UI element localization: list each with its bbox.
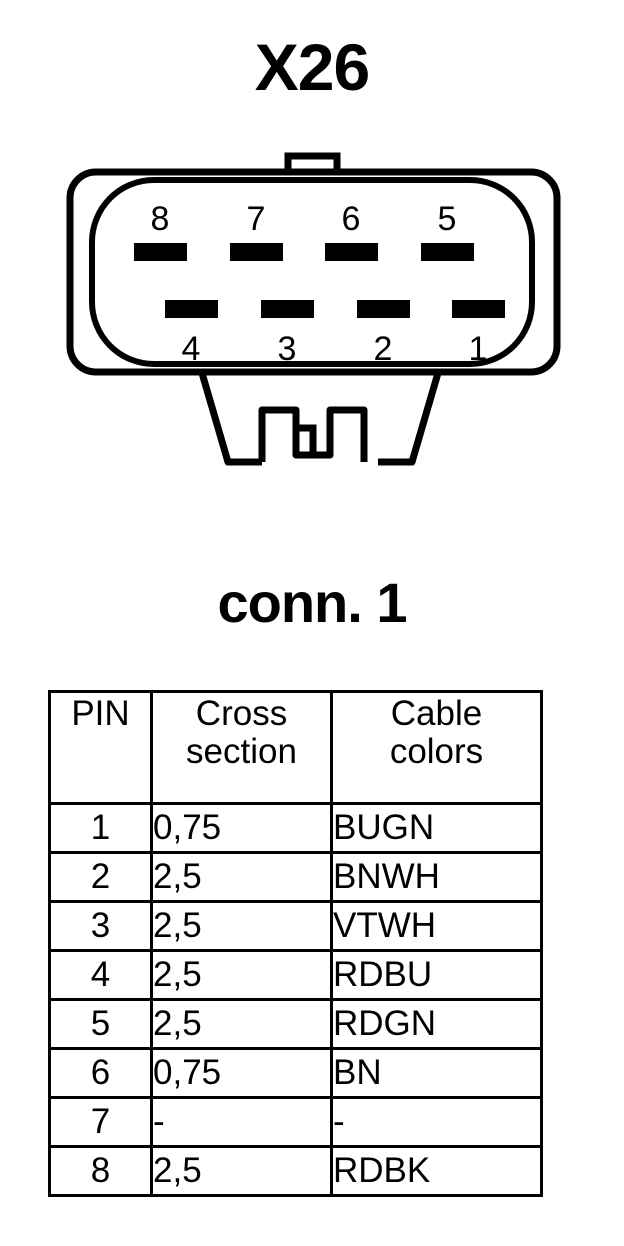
cell-cable-colors: BNWH [330, 851, 543, 903]
pin-slot-7 [230, 243, 283, 261]
column-header-pin: PIN [48, 690, 153, 805]
table-header-row: PIN Cross section Cable colors [48, 690, 543, 805]
cell-cable-colors: VTWH [330, 900, 543, 952]
pin-slot-2 [357, 300, 410, 318]
table-row: 4 2,5 RDBU [48, 949, 543, 1001]
cell-cable-colors: RDBU [330, 949, 543, 1001]
connector-latch-left-leg [198, 372, 262, 466]
column-header-cross-section: Cross section [150, 690, 333, 805]
column-header-cable-colors-line2: colors [389, 731, 484, 771]
pin-number-3: 3 [278, 330, 297, 368]
cell-cross-section: 0,75 [150, 1047, 333, 1099]
cell-pin: 8 [48, 1145, 153, 1197]
cell-pin: 3 [48, 900, 153, 952]
pin-slot-4 [165, 300, 218, 318]
cell-pin: 6 [48, 1047, 153, 1099]
cell-cross-section: - [150, 1096, 333, 1148]
page-title: X26 [254, 30, 370, 104]
column-header-cross-section-line2: section [186, 731, 297, 771]
pin-slot-5 [421, 243, 474, 261]
cell-pin: 4 [48, 949, 153, 1001]
table-row: 3 2,5 VTWH [48, 900, 543, 952]
table-row: 5 2,5 RDGN [48, 998, 543, 1050]
connector-svg: 8 7 6 5 4 3 2 1 [66, 152, 561, 466]
cell-cable-colors: BUGN [330, 802, 543, 854]
connector-latch-inner-tab [296, 424, 317, 455]
cell-pin: 5 [48, 998, 153, 1050]
cell-cross-section: 2,5 [150, 851, 333, 903]
pin-slot-1 [452, 300, 505, 318]
column-header-cable-colors: Cable colors [330, 690, 543, 805]
connector-outer-shell [66, 168, 561, 376]
pin-slot-6 [325, 243, 378, 261]
pin-number-2: 2 [374, 330, 393, 368]
cell-cable-colors: RDBK [330, 1145, 543, 1197]
cell-cross-section: 0,75 [150, 802, 333, 854]
pin-slot-3 [261, 300, 314, 318]
column-header-cross-section-line1: Cross [195, 694, 288, 733]
cell-pin: 2 [48, 851, 153, 903]
cell-cross-section: 2,5 [150, 1145, 333, 1197]
pin-slot-8 [134, 243, 187, 261]
pin-number-7: 7 [247, 200, 266, 238]
connector-top-tab [284, 152, 341, 175]
pin-number-4: 4 [182, 330, 201, 368]
pin-assignment-table: PIN Cross section Cable colors 1 0,75 BU… [48, 690, 543, 1197]
pin-number-8: 8 [151, 200, 170, 238]
cell-pin: 1 [48, 802, 153, 854]
table-row: 2 2,5 BNWH [48, 851, 543, 903]
cell-cable-colors: RDGN [330, 998, 543, 1050]
connector-label: conn. 1 [217, 571, 407, 634]
cell-cross-section: 2,5 [150, 998, 333, 1050]
cell-cross-section: 2,5 [150, 949, 333, 1001]
connector-inner-shell [89, 177, 535, 367]
pin-number-6: 6 [342, 200, 361, 238]
pin-number-1: 1 [469, 330, 488, 368]
table-body: 1 0,75 BUGN 2 2,5 BNWH 3 2,5 VTWH 4 2,5 … [48, 802, 543, 1197]
cell-cross-section: 2,5 [150, 900, 333, 952]
column-header-pin-label: PIN [71, 694, 130, 733]
table-row: 1 0,75 BUGN [48, 802, 543, 854]
table-row: 7 - - [48, 1096, 543, 1148]
connector-diagram: 8 7 6 5 4 3 2 1 [0, 140, 624, 485]
column-header-cable-colors-line1: Cable [390, 694, 483, 733]
cell-cable-colors: - [330, 1096, 543, 1148]
cell-cable-colors: BN [330, 1047, 543, 1099]
table-row: 6 0,75 BN [48, 1047, 543, 1099]
pin-number-5: 5 [438, 200, 457, 238]
cell-pin: 7 [48, 1096, 153, 1148]
connector-latch-right-leg [378, 372, 442, 466]
table-row: 8 2,5 RDBK [48, 1145, 543, 1197]
